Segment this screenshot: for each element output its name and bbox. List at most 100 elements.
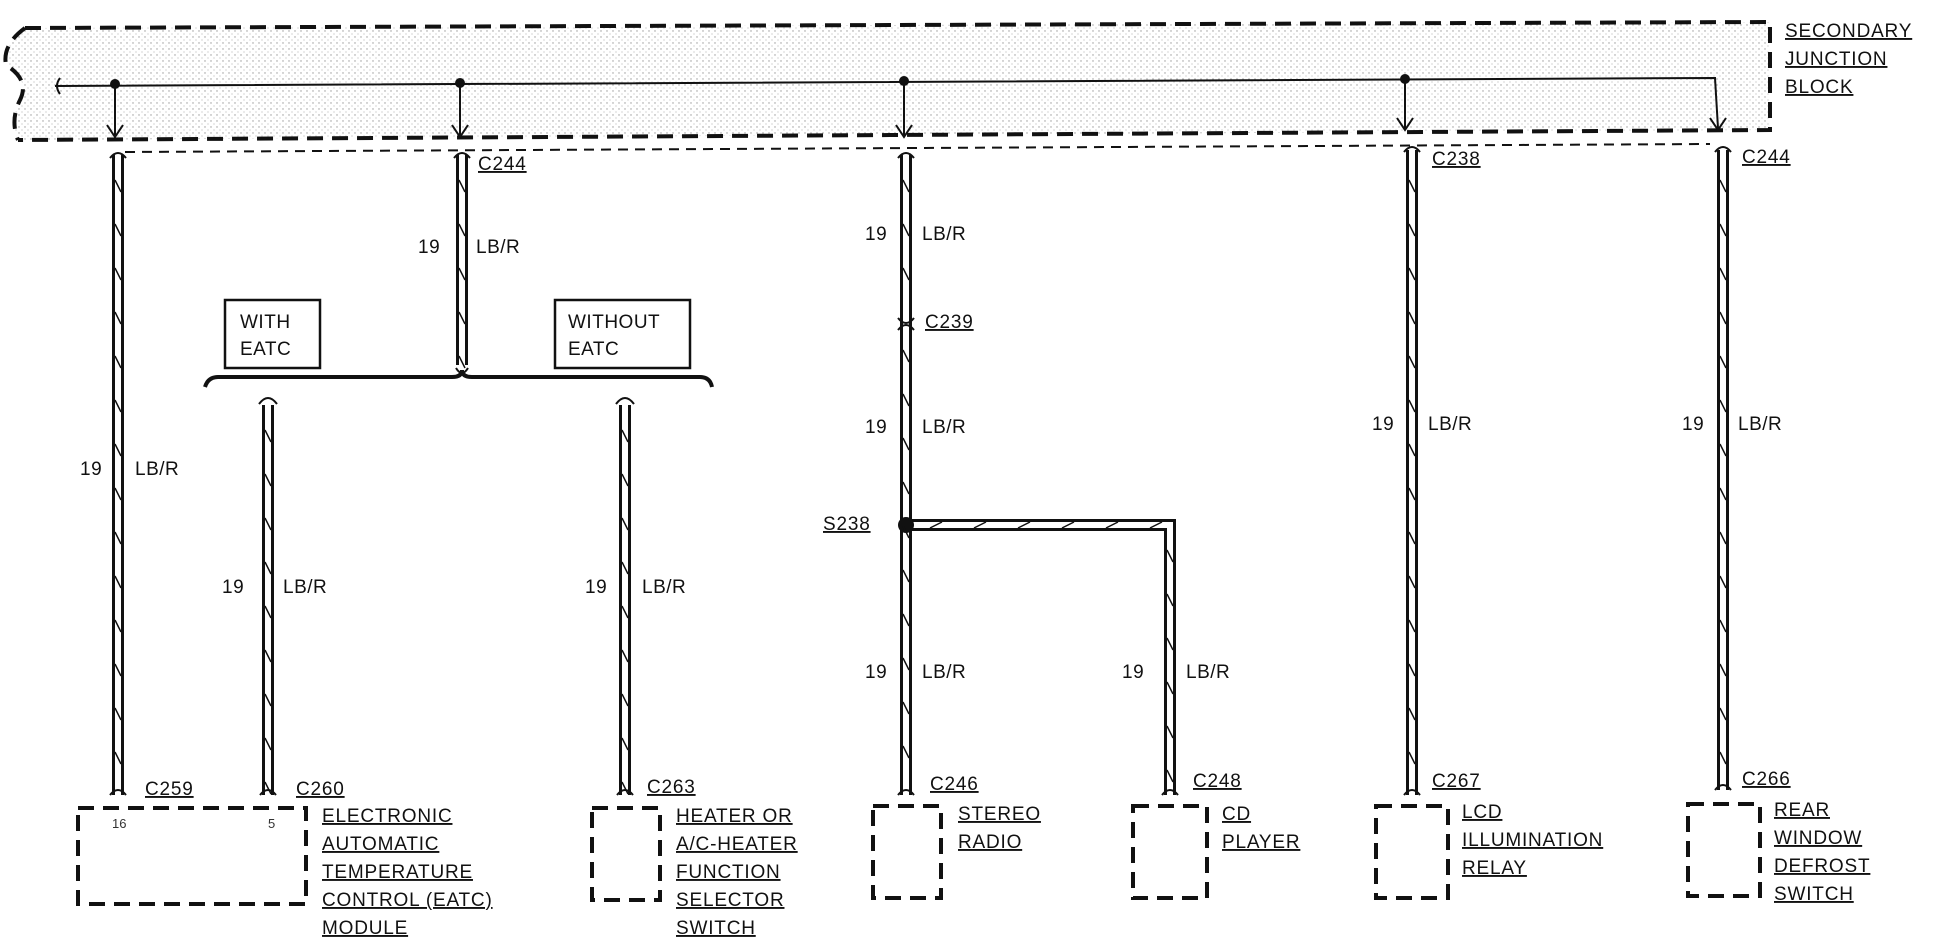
twist-mark [621, 737, 629, 751]
wire-eatc-option [258, 397, 278, 796]
twist-mark [1166, 681, 1174, 695]
pin-16: 16 [112, 816, 126, 831]
twist-mark [458, 355, 466, 369]
twist-mark [1408, 531, 1416, 545]
color-label: LB/R [476, 237, 520, 258]
twist-mark [114, 179, 122, 193]
svg-text:FUNCTION: FUNCTION [676, 862, 781, 883]
eatc-module-label: ELECTRONIC AUTOMATIC TEMPERATURE CONTROL… [322, 806, 492, 939]
twist-mark [1719, 619, 1727, 633]
svg-text:REAR: REAR [1774, 800, 1830, 821]
color-label: LB/R [1738, 414, 1782, 435]
color-label: LB/R [922, 662, 966, 683]
svg-text:RADIO: RADIO [958, 832, 1022, 853]
svg-text:WINDOW: WINDOW [1774, 828, 1862, 849]
twist-mark [1166, 637, 1174, 651]
twist-mark [1408, 399, 1416, 413]
twist-mark [902, 745, 910, 759]
connector-c259: C259 [145, 779, 194, 800]
bus-taps [106, 74, 1727, 139]
eatc-module-box [76, 806, 308, 906]
svg-text:RELAY: RELAY [1462, 858, 1527, 879]
gauge-label: 19 [418, 237, 440, 258]
twist-mark [1408, 311, 1416, 325]
option-brace [203, 369, 714, 388]
twist-mark [1719, 267, 1727, 281]
twist-mark [1719, 179, 1727, 193]
color-label: LB/R [642, 577, 686, 598]
twist-mark [621, 605, 629, 619]
secondary-junction-block [3, 19, 1772, 142]
svg-text:SWITCH: SWITCH [676, 918, 756, 939]
twist-mark [621, 429, 629, 443]
svg-text:A/C-HEATER: A/C-HEATER [676, 834, 798, 855]
svg-text:DEFROST: DEFROST [1774, 856, 1870, 877]
color-label: LB/R [283, 577, 327, 598]
color-label: LB/R [1428, 414, 1472, 435]
heater-switch-box [590, 806, 662, 902]
wire-lcd [1403, 146, 1421, 796]
twist-mark [264, 517, 272, 531]
color-label: LB/R [922, 224, 966, 245]
twist-mark [621, 781, 629, 795]
twist-mark [114, 267, 122, 281]
twist-mark [1408, 487, 1416, 501]
twist-mark [458, 267, 466, 281]
twist-mark [1719, 531, 1727, 545]
twist-mark [1149, 521, 1163, 529]
twist-mark [264, 473, 272, 487]
twist-mark [1719, 355, 1727, 369]
twist-mark [902, 349, 910, 363]
twist-mark [1719, 487, 1727, 501]
gauge-label: 19 [865, 417, 887, 438]
pin-5: 5 [268, 816, 275, 831]
twist-mark [1166, 593, 1174, 607]
twist-mark [264, 693, 272, 707]
twist-mark [1166, 725, 1174, 739]
svg-text:ILLUMINATION: ILLUMINATION [1462, 830, 1603, 851]
junction-block-label-3: BLOCK [1785, 77, 1853, 98]
twist-mark [1408, 179, 1416, 193]
twist-mark [1408, 443, 1416, 457]
twist-mark [114, 663, 122, 677]
svg-text:HEATER OR: HEATER OR [676, 806, 793, 827]
twist-mark [902, 393, 910, 407]
gauge-label: 19 [222, 577, 244, 598]
twist-mark [1719, 399, 1727, 413]
svg-text:TEMPERATURE: TEMPERATURE [322, 862, 473, 883]
connector-c244-left: C244 [478, 154, 527, 175]
with-eatc-line1: WITH [240, 312, 291, 333]
connector-c267: C267 [1432, 771, 1481, 792]
twist-mark [1719, 751, 1727, 765]
twist-mark [1719, 575, 1727, 589]
gauge-label: 19 [1682, 414, 1704, 435]
twist-mark [1166, 549, 1174, 563]
twist-mark [114, 443, 122, 457]
svg-text:SWITCH: SWITCH [1774, 884, 1854, 905]
color-label: LB/R [922, 417, 966, 438]
twist-mark [1408, 575, 1416, 589]
twist-mark [902, 267, 910, 281]
cd-player-label: CD PLAYER [1222, 804, 1300, 853]
twist-mark [114, 355, 122, 369]
twist-mark [1719, 663, 1727, 677]
twist-mark [114, 575, 122, 589]
with-eatc-box [223, 298, 322, 370]
twist-mark [621, 517, 629, 531]
color-label: LB/R [1186, 662, 1230, 683]
twist-mark [902, 569, 910, 583]
gauge-label: 19 [865, 662, 887, 683]
gauge-label: 19 [865, 224, 887, 245]
twist-mark [114, 531, 122, 545]
splice-dot [898, 517, 914, 533]
twist-mark [458, 311, 466, 325]
stereo-radio-box [871, 804, 943, 900]
twist-mark [1408, 663, 1416, 677]
junction-block-label-1: SECONDARY [1785, 21, 1912, 42]
connector-row [124, 143, 1711, 153]
with-eatc-line2: EATC [240, 339, 291, 360]
twist-mark [621, 561, 629, 575]
wire-cd [906, 519, 1179, 796]
connector-c266: C266 [1742, 769, 1791, 790]
